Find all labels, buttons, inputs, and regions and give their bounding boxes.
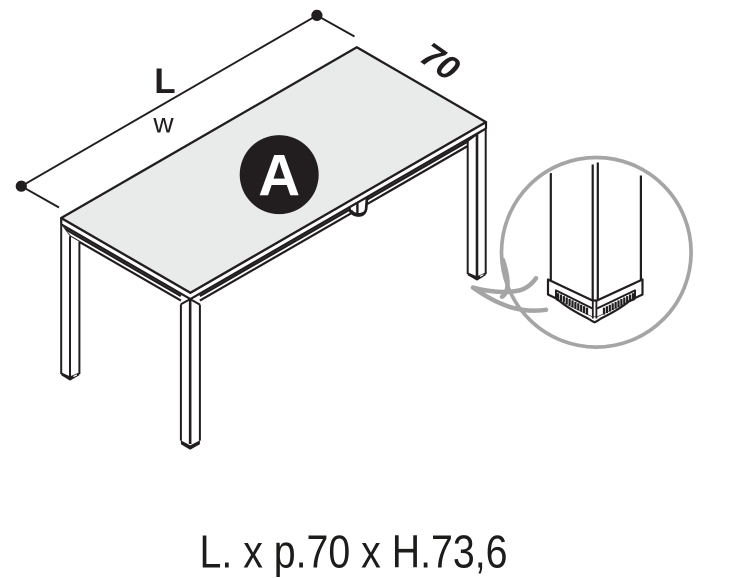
svg-text:w: w [152, 108, 174, 139]
svg-text:A: A [258, 144, 300, 209]
svg-text:L: L [154, 62, 175, 101]
svg-text:L. x p.70 x H.73,6: L. x p.70 x H.73,6 [200, 526, 508, 578]
svg-text:70: 70 [413, 36, 466, 89]
